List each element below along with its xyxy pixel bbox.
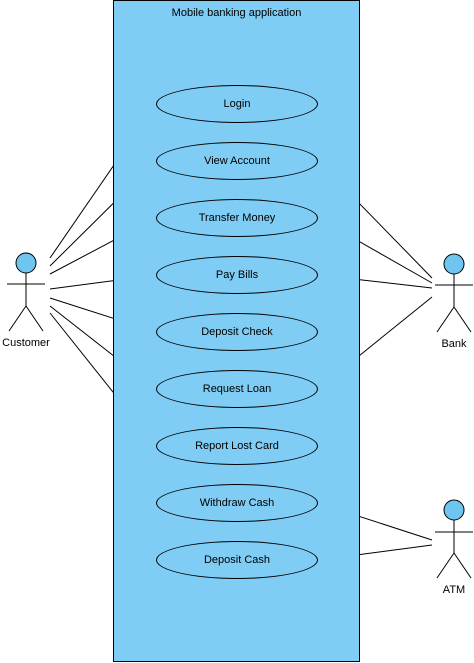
usecase-report-lost-card[interactable]: Report Lost Card <box>156 427 318 465</box>
bank-actor-figure <box>435 253 473 333</box>
customer-actor-figure <box>7 252 45 332</box>
usecase-deposit-cash[interactable]: Deposit Cash <box>156 541 318 579</box>
usecase-login[interactable]: Login <box>156 85 318 123</box>
usecase-pay-bills[interactable]: Pay Bills <box>156 256 318 294</box>
actor-label-bank: Bank <box>441 338 467 350</box>
atm-actor-figure <box>435 499 473 579</box>
usecase-transfer-money[interactable]: Transfer Money <box>156 199 318 237</box>
system-title: Mobile banking application <box>171 7 302 19</box>
usecase-request-loan[interactable]: Request Loan <box>156 370 318 408</box>
usecase-deposit-check[interactable]: Deposit Check <box>156 313 318 351</box>
usecase-view-account[interactable]: View Account <box>156 142 318 180</box>
usecase-withdraw-cash[interactable]: Withdraw Cash <box>156 484 318 522</box>
actor-label-atm: ATM <box>442 584 466 596</box>
actor-label-customer: Customer <box>2 337 50 349</box>
